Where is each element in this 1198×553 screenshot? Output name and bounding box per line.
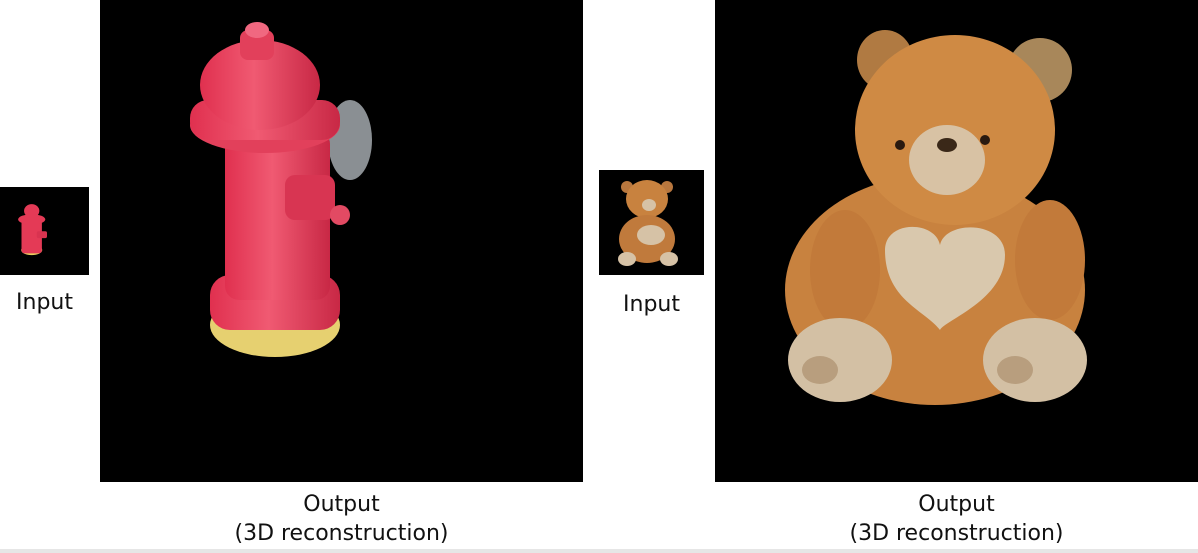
bear-input-image — [599, 170, 704, 275]
hydrant-output-caption-line2: (3D reconstruction) — [234, 521, 449, 546]
bear-output-caption-line2: (3D reconstruction) — [849, 521, 1064, 546]
bear-output-caption-line1: Output — [918, 492, 995, 517]
hydrant-output-image — [100, 0, 583, 482]
hydrant-input-label: Input — [16, 290, 73, 315]
hydrant-output-caption: Output (3D reconstruction) — [100, 490, 583, 548]
hydrant-input-image — [0, 187, 89, 275]
bear-input-thumbnail — [599, 170, 704, 275]
bottom-divider — [0, 549, 1198, 553]
bear-output-render — [715, 0, 1198, 482]
bear-output-image — [715, 0, 1198, 482]
hydrant-input-thumbnail — [0, 187, 89, 275]
hydrant-output-caption-line1: Output — [303, 492, 380, 517]
bear-output-caption: Output (3D reconstruction) — [715, 490, 1198, 548]
hydrant-output-render — [100, 0, 583, 482]
bear-input-label: Input — [623, 292, 680, 317]
